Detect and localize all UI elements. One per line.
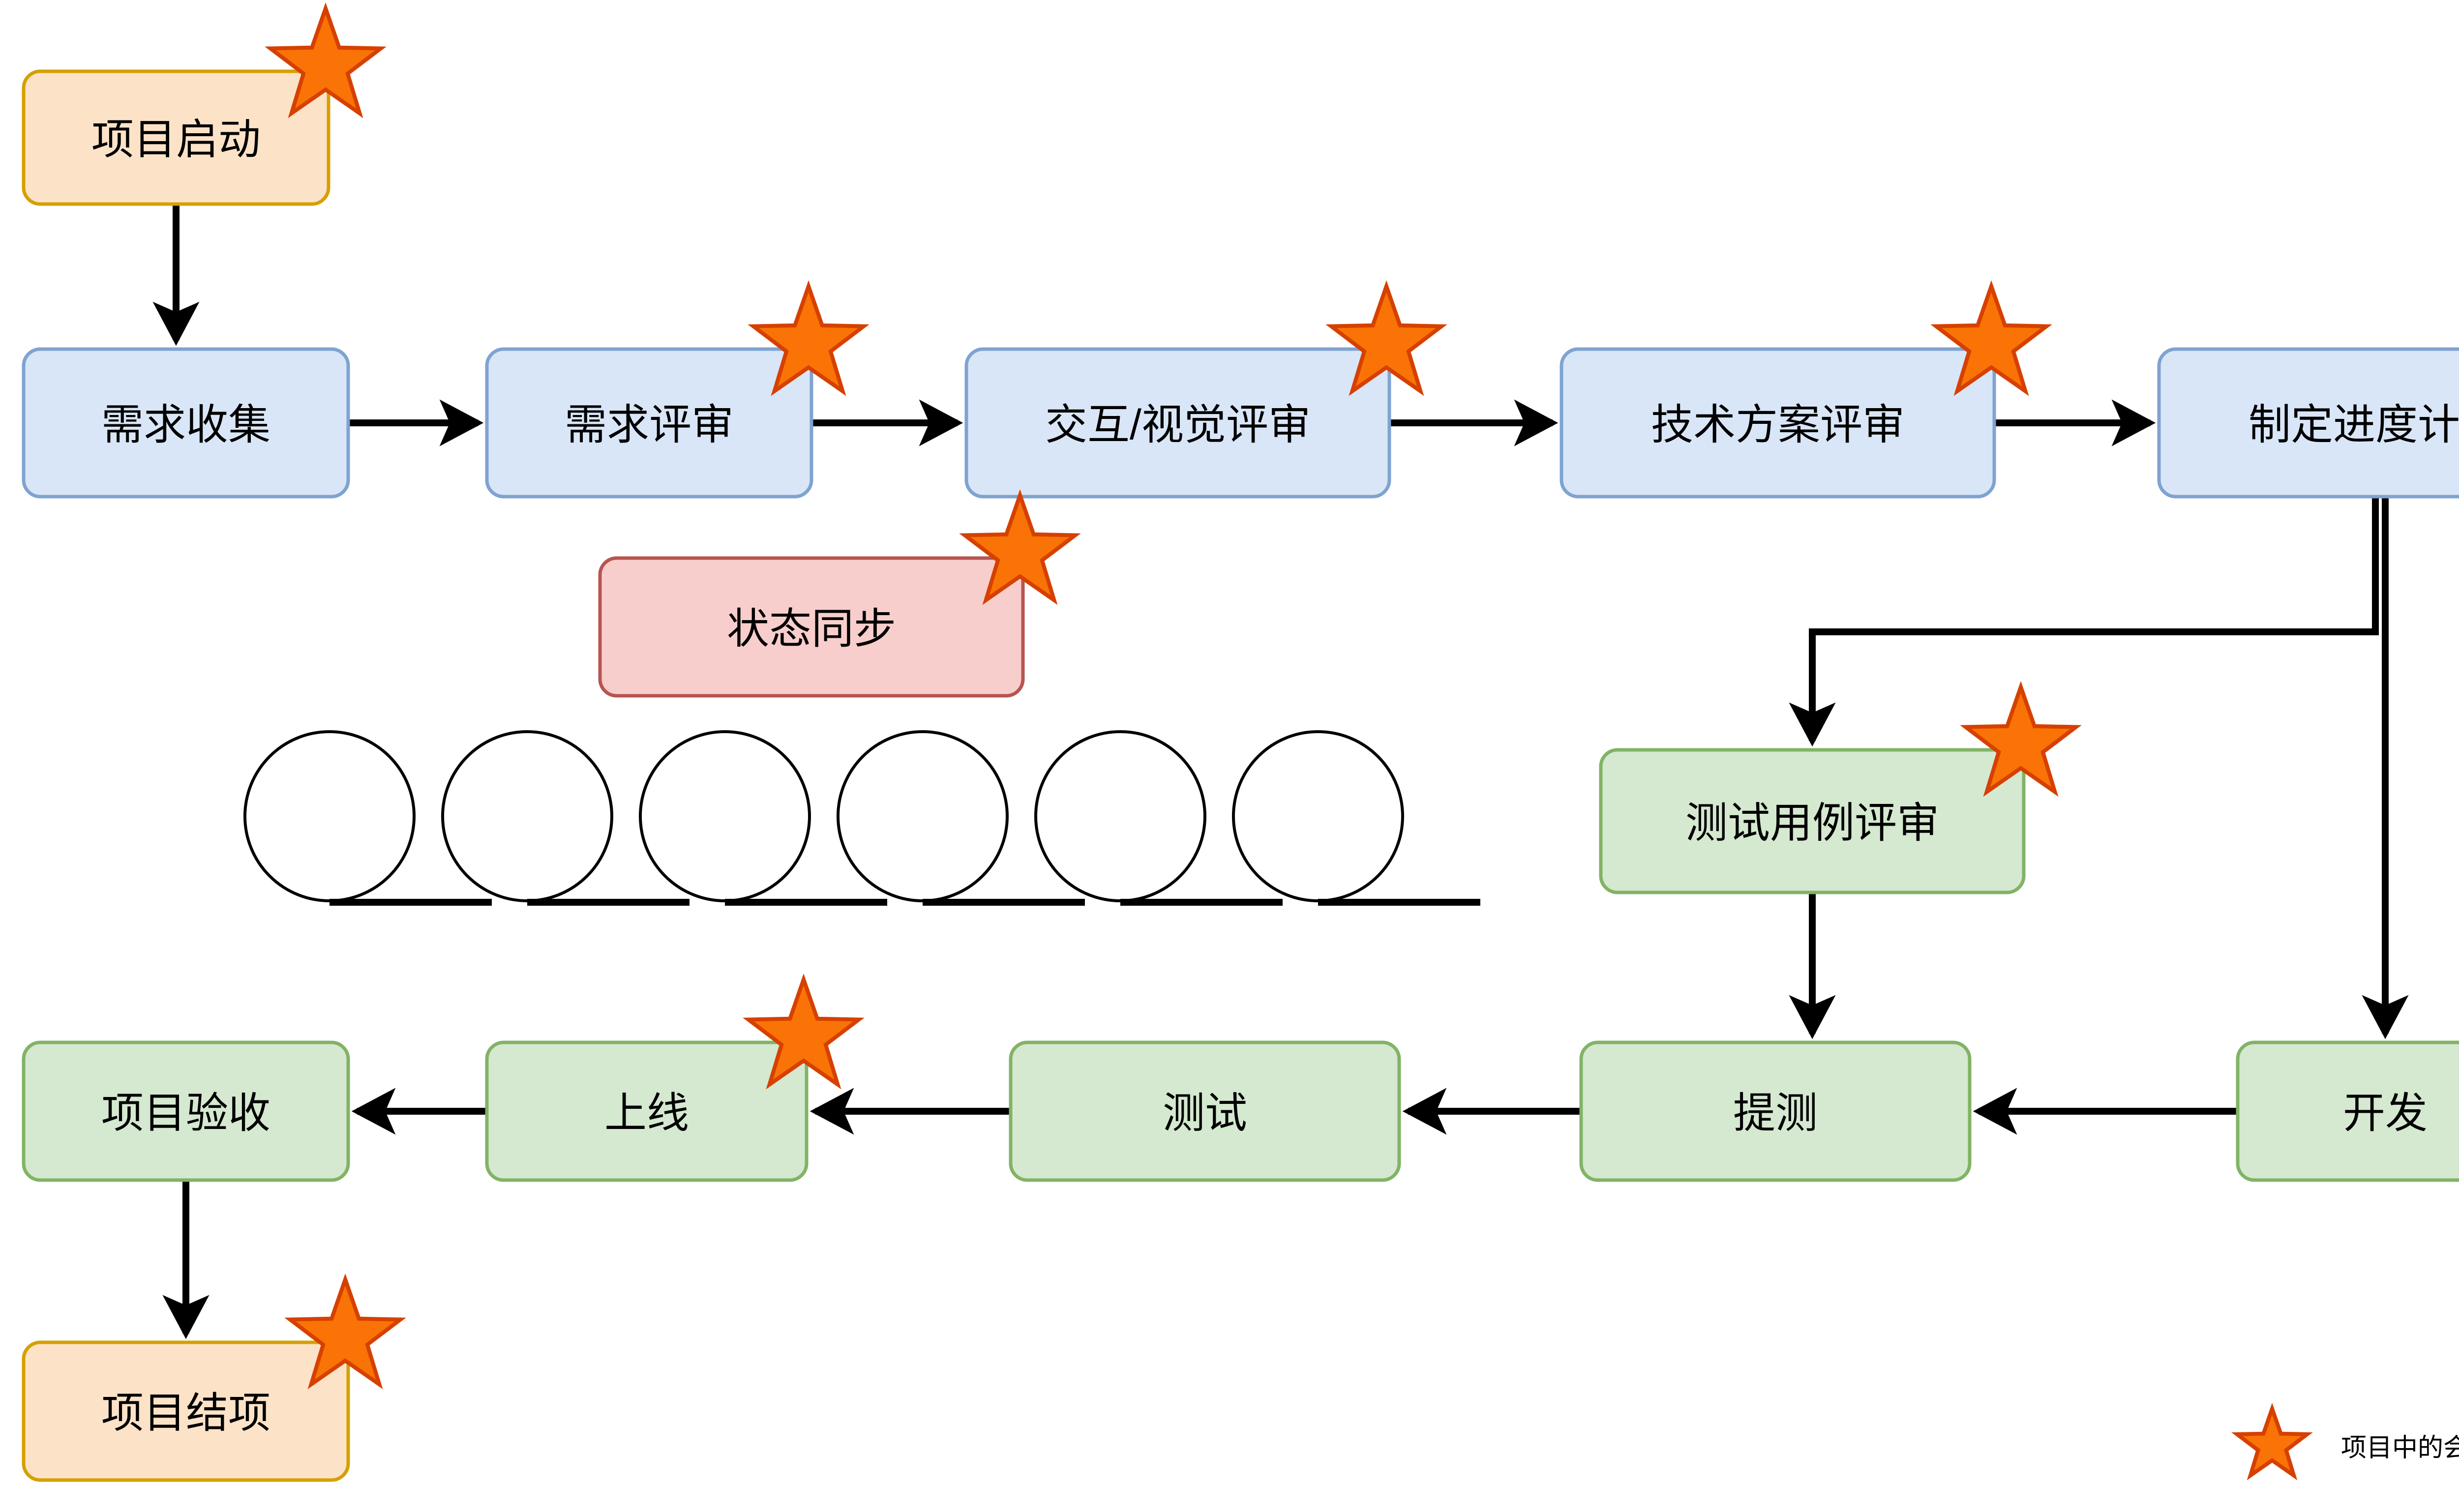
node-requirement-review[interactable]: 需求评审 bbox=[485, 280, 870, 499]
edge-layer bbox=[152, 204, 2409, 1339]
node-box[interactable] bbox=[485, 347, 813, 499]
node-go-live[interactable]: 上线 bbox=[485, 973, 865, 1182]
node-label: 项目验收 bbox=[101, 1090, 270, 1137]
iteration-circle bbox=[1232, 730, 1404, 902]
node-label: 需求评审 bbox=[565, 401, 734, 448]
node-project-close[interactable]: 项目结项 bbox=[22, 1273, 406, 1482]
node-label: 项目启动 bbox=[91, 116, 261, 163]
node-development[interactable]: 开发 bbox=[2236, 1040, 2459, 1182]
iteration-circle bbox=[243, 730, 416, 902]
node-box[interactable] bbox=[485, 1040, 809, 1182]
node-box[interactable] bbox=[2157, 347, 2459, 499]
node-testing[interactable]: 测试 bbox=[1009, 1040, 1401, 1182]
legend: 项目中的会议 bbox=[2231, 1402, 2459, 1481]
iteration-circle bbox=[639, 730, 811, 902]
meeting-star-icon bbox=[1325, 280, 1447, 396]
node-status-sync[interactable]: 状态同步 bbox=[598, 489, 1081, 698]
node-box[interactable] bbox=[1559, 347, 1996, 499]
node-box[interactable] bbox=[22, 69, 330, 206]
node-label: 测试 bbox=[1163, 1090, 1247, 1137]
node-box[interactable] bbox=[1599, 748, 2026, 894]
iteration-circle bbox=[1034, 730, 1206, 902]
node-box[interactable] bbox=[22, 1040, 350, 1182]
node-tech-review[interactable]: 技术方案评审 bbox=[1559, 280, 2052, 499]
node-label: 制定进度计划 bbox=[2249, 401, 2459, 448]
node-label: 上线 bbox=[604, 1090, 689, 1137]
node-box[interactable] bbox=[22, 1340, 350, 1482]
iteration-band bbox=[243, 730, 1480, 906]
node-label: 需求收集 bbox=[101, 401, 270, 448]
node-ux-review[interactable]: 交互/视觉评审 bbox=[964, 280, 1447, 499]
node-label: 项目结项 bbox=[101, 1390, 270, 1437]
node-box[interactable] bbox=[22, 347, 350, 499]
legend-label: 项目中的会议 bbox=[2341, 1434, 2459, 1462]
meeting-star-icon bbox=[284, 1273, 406, 1390]
node-label: 测试用例评审 bbox=[1685, 800, 1939, 847]
node-label: 状态同步 bbox=[727, 605, 896, 652]
node-schedule-plan[interactable]: 制定进度计划 bbox=[2157, 286, 2459, 499]
node-box[interactable] bbox=[598, 556, 1025, 698]
meeting-star-icon bbox=[748, 280, 870, 396]
meeting-star-icon bbox=[959, 489, 1081, 605]
node-project-accept[interactable]: 项目验收 bbox=[22, 1040, 350, 1182]
meeting-star-icon bbox=[1960, 681, 2082, 797]
node-box[interactable] bbox=[964, 347, 1391, 499]
node-testcase-review[interactable]: 测试用例评审 bbox=[1599, 681, 2082, 894]
node-project-start[interactable]: 项目启动 bbox=[22, 2, 387, 206]
iteration-circle bbox=[837, 730, 1009, 902]
node-box[interactable] bbox=[1009, 1040, 1401, 1182]
meeting-star-icon bbox=[1930, 280, 2052, 396]
node-label: 交互/视觉评审 bbox=[1045, 401, 1311, 448]
node-box[interactable] bbox=[2236, 1040, 2459, 1182]
legend-star-icon bbox=[2231, 1402, 2313, 1481]
node-submit-test[interactable]: 提测 bbox=[1579, 1040, 1972, 1182]
node-box[interactable] bbox=[1579, 1040, 1972, 1182]
meeting-star-icon bbox=[743, 973, 865, 1090]
meeting-star-icon bbox=[265, 2, 387, 119]
node-label: 提测 bbox=[1733, 1090, 1818, 1137]
node-requirement-gather[interactable]: 需求收集 bbox=[22, 347, 350, 499]
iteration-circle bbox=[441, 730, 613, 902]
edge-schedule-plan-to-testcase-review bbox=[1789, 497, 2379, 747]
node-label: 技术方案评审 bbox=[1651, 401, 1905, 448]
node-label: 开发 bbox=[2343, 1090, 2428, 1137]
